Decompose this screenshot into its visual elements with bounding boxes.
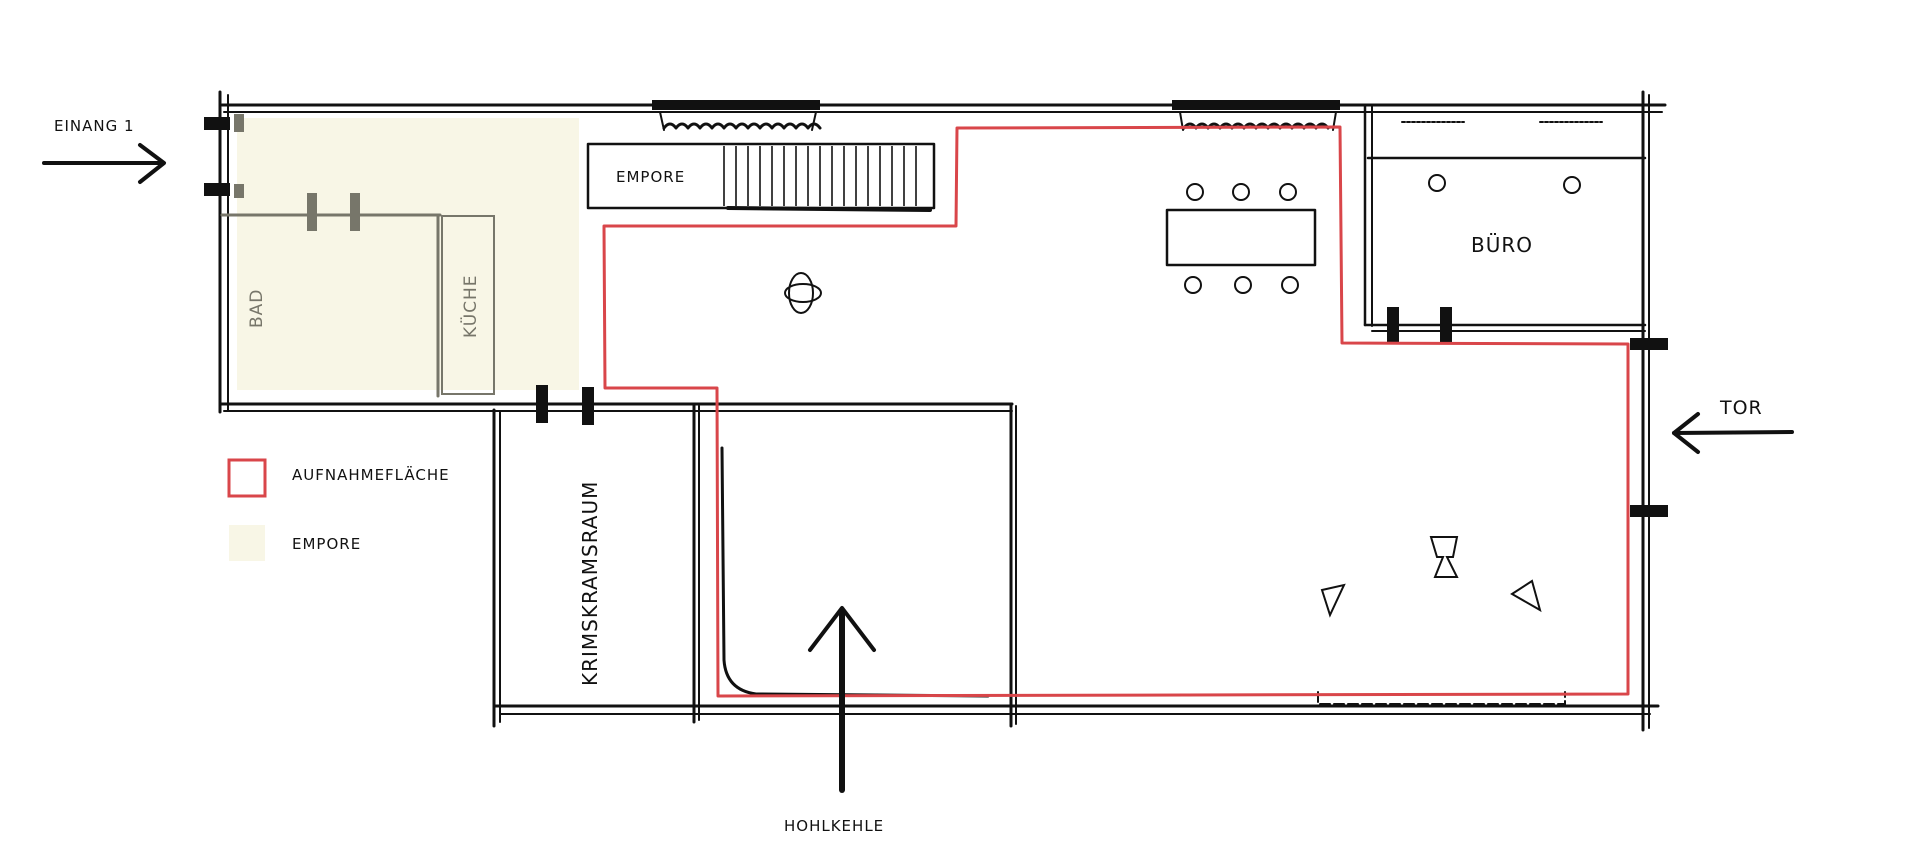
plant-symbol bbox=[784, 272, 822, 314]
gate-jamb-top bbox=[1630, 338, 1668, 350]
conference-table bbox=[1165, 183, 1317, 294]
bathroom-label: BAD bbox=[247, 289, 267, 328]
entrance-label: EINANG 1 bbox=[54, 117, 135, 135]
gallery-stairs bbox=[586, 142, 936, 212]
storage-label: KRIMSKRAMSRAUM bbox=[578, 481, 602, 686]
gate-label: TOR bbox=[1719, 397, 1763, 419]
legend-swatch-gallery bbox=[229, 525, 265, 561]
window-right bbox=[1172, 100, 1340, 131]
storage-door-jamb bbox=[536, 385, 548, 423]
bathroom-walls bbox=[220, 114, 495, 398]
legend-label-recording-area: AUFNAHMEFLÄCHE bbox=[292, 465, 450, 484]
kitchen-label: KÜCHE bbox=[459, 274, 481, 338]
window-left bbox=[652, 100, 822, 131]
legend-swatch-recording-area bbox=[227, 458, 267, 498]
office-room bbox=[1363, 104, 1647, 343]
legend-label-gallery: EMPORE bbox=[292, 535, 361, 553]
storage-door-jamb bbox=[582, 387, 594, 425]
gallery-label: EMPORE bbox=[616, 168, 685, 186]
gallery-area bbox=[237, 118, 579, 390]
gate-arrow bbox=[1672, 412, 1794, 454]
cove-label: HOHLKEHLE bbox=[784, 817, 884, 835]
cove-wall bbox=[720, 446, 990, 698]
entrance-arrow bbox=[42, 143, 166, 184]
cove-arrow bbox=[808, 606, 876, 793]
recording-area-outline bbox=[602, 125, 1630, 698]
outer-walls bbox=[218, 90, 1667, 732]
entrance-door-jamb-bottom bbox=[204, 183, 230, 196]
office-label: BÜRO bbox=[1471, 233, 1533, 257]
bottom-dashed-strip bbox=[1317, 691, 1566, 705]
legend: AUFNAHMEFLÄCHE EMPORE bbox=[227, 458, 450, 561]
gate-jamb-bottom bbox=[1630, 505, 1668, 517]
entrance-door-jamb-top bbox=[204, 117, 230, 130]
studio-lights bbox=[1320, 536, 1542, 618]
